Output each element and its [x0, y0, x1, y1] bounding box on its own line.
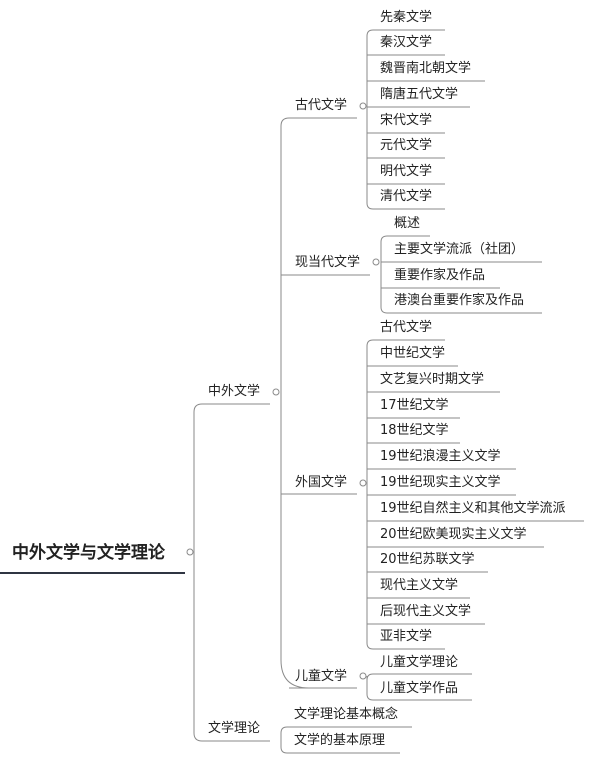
leaf-foreign-10[interactable]: 20世纪苏联文学	[380, 552, 475, 567]
subtopic-children[interactable]: 儿童文学	[295, 669, 348, 684]
leaf-foreign-4[interactable]: 17世纪文学	[380, 398, 449, 413]
children-connector	[366, 673, 374, 701]
leaf-ancient-2[interactable]: 秦汉文学	[380, 35, 433, 50]
leaf-foreign-6[interactable]: 19世纪浪漫主义文学	[380, 449, 501, 464]
leaf-ancient-6[interactable]: 元代文学	[380, 138, 433, 153]
root-topic[interactable]: 中外文学与文学理论	[12, 543, 165, 563]
subtopic-foreign[interactable]: 外国文学	[295, 475, 348, 490]
branch2-connector	[280, 726, 288, 754]
leaf-children-1[interactable]: 儿童文学理论	[380, 655, 459, 670]
leaf-foreign-8[interactable]: 19世纪自然主义和其他文学流派	[380, 501, 566, 516]
children-collapse-handle[interactable]	[359, 672, 367, 680]
leaf-modern-4[interactable]: 港澳台重要作家及作品	[394, 293, 525, 308]
leaf-modern-1[interactable]: 概述	[394, 216, 421, 231]
root-collapse-handle[interactable]	[186, 548, 194, 556]
leaf-modern-3[interactable]: 重要作家及作品	[394, 268, 486, 283]
subtopic-ancient[interactable]: 古代文学	[295, 98, 348, 113]
modern-connector	[380, 235, 388, 314]
branch-topic-theory[interactable]: 文学理论	[208, 721, 261, 736]
leaf-foreign-1[interactable]: 古代文学	[380, 320, 433, 335]
leaf-foreign-11[interactable]: 现代主义文学	[380, 578, 459, 593]
leaf-modern-2[interactable]: 主要文学流派（社团）	[394, 242, 525, 257]
branch1-collapse-handle[interactable]	[272, 388, 280, 396]
ancient-leaf-underlines	[373, 29, 485, 210]
modern-leaf-underlines	[387, 235, 542, 314]
leaf-ancient-8[interactable]: 清代文学	[380, 189, 433, 204]
modern-collapse-handle[interactable]	[372, 258, 380, 266]
foreign-connector	[366, 339, 374, 650]
leaf-children-2[interactable]: 儿童文学作品	[380, 681, 459, 696]
foreign-collapse-handle[interactable]	[359, 479, 367, 487]
leaf-ancient-1[interactable]: 先秦文学	[380, 10, 433, 25]
leaf-theory-2[interactable]: 文学的基本原理	[294, 733, 386, 748]
leaf-foreign-3[interactable]: 文艺复兴时期文学	[380, 372, 485, 387]
leaf-foreign-5[interactable]: 18世纪文学	[380, 423, 449, 438]
leaf-foreign-7[interactable]: 19世纪现实主义文学	[380, 475, 501, 490]
root-branch-connector	[193, 403, 203, 742]
leaf-ancient-5[interactable]: 宋代文学	[380, 113, 433, 128]
branch-topic-zhongwai[interactable]: 中外文学	[208, 384, 261, 399]
children-leaf-underlines	[373, 673, 472, 701]
subtopic-modern[interactable]: 现当代文学	[295, 255, 361, 270]
leaf-foreign-9[interactable]: 20世纪欧美现实主义文学	[380, 527, 527, 542]
branch1-connector	[280, 117, 310, 689]
ancient-connector	[366, 29, 374, 210]
leaf-foreign-2[interactable]: 中世纪文学	[380, 346, 446, 361]
leaf-ancient-4[interactable]: 隋唐五代文学	[380, 87, 459, 102]
leaf-ancient-7[interactable]: 明代文学	[380, 164, 433, 179]
leaf-foreign-13[interactable]: 亚非文学	[380, 629, 433, 644]
ancient-collapse-handle[interactable]	[359, 102, 367, 110]
leaf-foreign-12[interactable]: 后现代主义文学	[380, 604, 472, 619]
foreign-leaf-underlines	[373, 339, 584, 650]
leaf-ancient-3[interactable]: 魏晋南北朝文学	[380, 61, 472, 76]
leaf-theory-1[interactable]: 文学理论基本概念	[294, 707, 399, 722]
